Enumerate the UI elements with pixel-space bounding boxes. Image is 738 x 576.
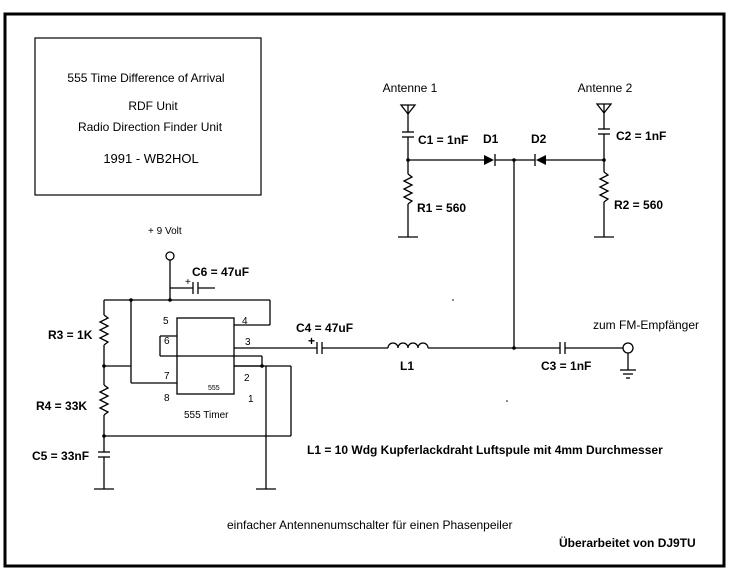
d1-label: D1 [483, 132, 499, 146]
r1-label: R1 = 560 [417, 201, 466, 215]
c6-label: C6 = 47uF [192, 265, 249, 279]
c5-label: C5 = 33nF [32, 449, 89, 463]
pin-8: 8 [164, 393, 170, 404]
capacitor-c3 [559, 342, 566, 354]
pin-3: 3 [245, 337, 251, 348]
supply-label: + 9 Volt [148, 226, 182, 237]
c6-plus: + [185, 277, 191, 288]
c4-plus: + [308, 334, 315, 348]
resistor-r3 [98, 314, 110, 346]
resistor-r2 [594, 160, 614, 238]
capacitor-c4 [316, 342, 323, 354]
outer-frame [3, 12, 726, 568]
r2-label: R2 = 560 [614, 198, 663, 212]
c4-label: C4 = 47uF [296, 321, 353, 335]
chip-text: 555 [208, 385, 220, 392]
capacitor-c6 [170, 282, 215, 294]
c1-label: C1 = 1nF [418, 133, 468, 147]
coil-note: L1 = 10 Wdg Kupferlackdraht Luftspule mi… [307, 443, 663, 457]
resistor-r1 [398, 160, 418, 238]
d2-label: D2 [531, 132, 547, 146]
capacitor-c1 [402, 131, 414, 160]
title-box [34, 37, 262, 196]
r4-label: R4 = 33K [36, 399, 87, 413]
antenna-1-label: Antenne 1 [383, 81, 438, 95]
output-connector [620, 342, 636, 379]
antenna-1-symbol [399, 104, 417, 132]
c3-label: C3 = 1nF [541, 359, 591, 373]
diode-d2 [534, 154, 546, 166]
inductor-l1 [387, 342, 429, 349]
title-line-4: 1991 - WB2HOL [103, 151, 198, 166]
diode-d1 [484, 154, 496, 166]
pin-2: 2 [244, 373, 250, 384]
caption-text: einfacher Antennenumschalter für einen P… [227, 518, 513, 532]
pin-7: 7 [164, 371, 170, 382]
resistor-r4 [98, 384, 110, 416]
supply-terminal [165, 251, 175, 261]
c2-label: C2 = 1nF [616, 129, 666, 143]
antenna-2-symbol [595, 103, 613, 129]
r3-label: R3 = 1K [48, 328, 93, 342]
pin-1: 1 [248, 394, 254, 405]
capacitor-c2 [598, 128, 610, 160]
pin-6: 6 [164, 336, 170, 347]
l1-label: L1 [400, 359, 414, 373]
capacitor-c5 [94, 451, 114, 490]
title-line-3: Radio Direction Finder Unit [78, 120, 223, 134]
pin-5: 5 [163, 316, 169, 327]
title-line-2: RDF Unit [128, 99, 178, 113]
credit-text: Überarbeitet von DJ9TU [559, 535, 696, 550]
antenna-2-label: Antenne 2 [578, 81, 633, 95]
timer-label: 555 Timer [184, 410, 229, 421]
pin-4: 4 [242, 316, 248, 327]
title-line-1: 555 Time Difference of Arrival [67, 71, 224, 85]
receiver-label: zum FM-Empfänger [593, 318, 699, 332]
